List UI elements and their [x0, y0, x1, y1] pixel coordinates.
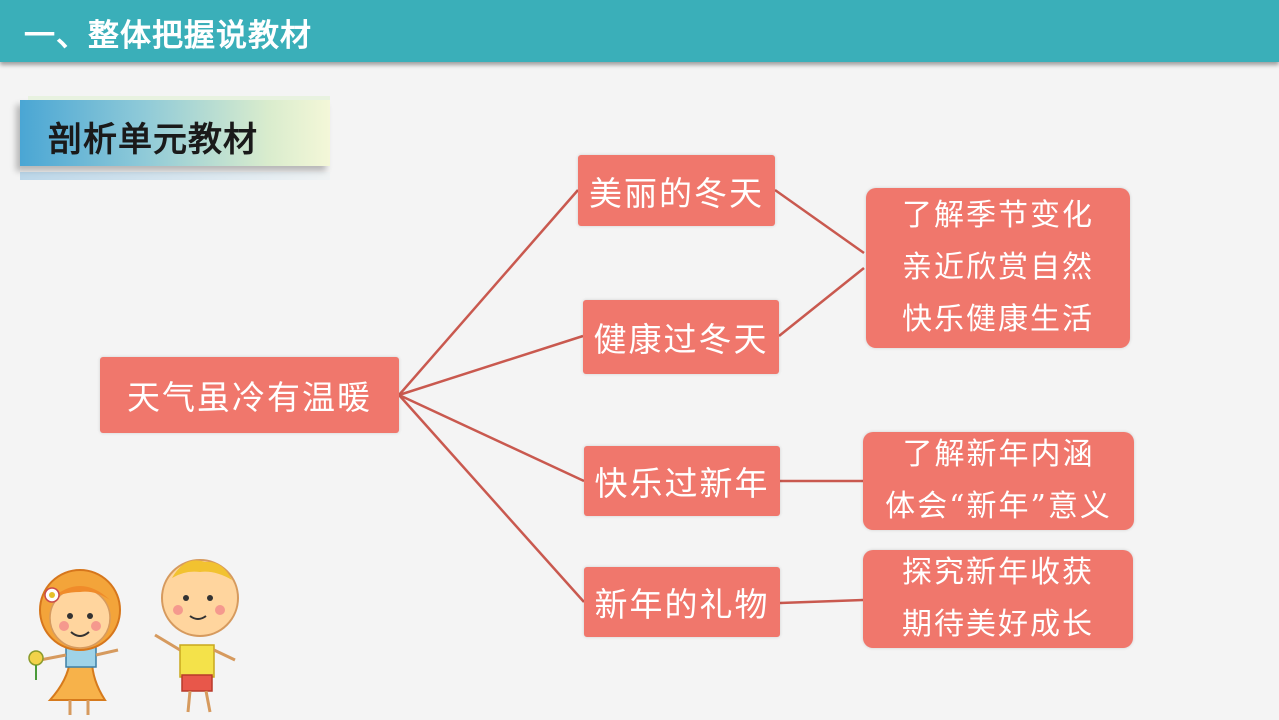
connector-branch-1-outcome-1 — [774, 188, 865, 255]
outcome-1-line-2: 亲近欣赏自然 — [902, 250, 1094, 285]
connector-root-branch-4 — [398, 394, 585, 603]
page-title: 一、整体把握说教材 — [24, 18, 312, 54]
connector-branch-4-outcome-3 — [779, 598, 864, 605]
outcome-3-line-2: 期待美好成长 — [902, 607, 1094, 642]
header-bar: 一、整体把握说教材 — [0, 0, 1279, 62]
connector-branch-2-outcome-1 — [778, 267, 865, 337]
cartoon-girl-icon — [28, 569, 121, 715]
outcome-node-1: 了解季节变化 亲近欣赏自然 快乐健康生活 — [866, 188, 1130, 348]
cartoon-boy-icon — [154, 559, 239, 713]
branch-node-3: 快乐过新年 — [584, 446, 780, 516]
connector-root-branch-3 — [398, 393, 585, 483]
outcome-2-line-2: 体会“新年”意义 — [885, 489, 1112, 524]
outcome-node-3: 探究新年收获 期待美好成长 — [863, 550, 1133, 648]
section-title: 剖析单元教材 — [48, 120, 258, 160]
branch-node-1: 美丽的冬天 — [578, 155, 775, 226]
section-title-reflection — [20, 172, 330, 180]
section-title-banner: 剖析单元教材 — [20, 96, 330, 166]
connector-root-branch-2 — [398, 334, 584, 397]
outcome-1-line-1: 了解季节变化 — [902, 198, 1094, 233]
connector-root-branch-1 — [398, 189, 579, 396]
outcome-3-line-1: 探究新年收获 — [902, 555, 1094, 590]
branch-node-4: 新年的礼物 — [584, 567, 780, 637]
branch-node-2: 健康过冬天 — [583, 300, 779, 374]
cartoon-children-icon — [28, 559, 239, 715]
outcome-2-line-1: 了解新年内涵 — [902, 437, 1095, 472]
outcome-node-2: 了解新年内涵 体会“新年”意义 — [863, 432, 1134, 530]
root-node: 天气虽冷有温暖 — [100, 357, 399, 433]
outcome-1-line-3: 快乐健康生活 — [902, 302, 1094, 337]
